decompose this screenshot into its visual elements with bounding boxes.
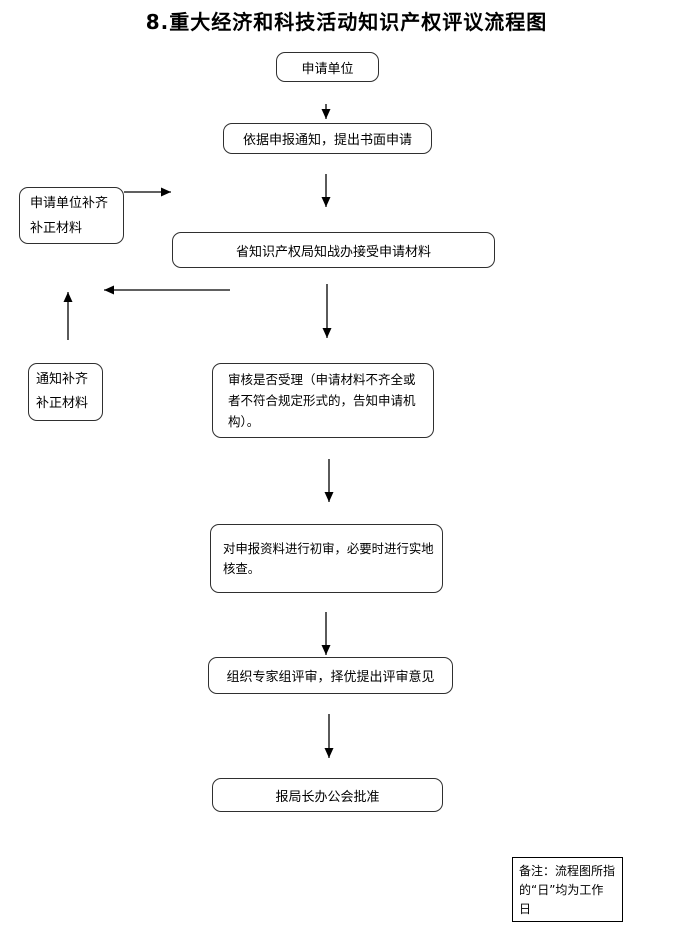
node-written-application: 依据申报通知，提出书面申请 — [223, 123, 432, 154]
node-bureau-approval: 报局长办公会批准 — [212, 778, 443, 812]
node-applicant-supplement: 申请单位补齐 补正材料 — [19, 187, 124, 244]
node-applicant: 申请单位 — [276, 52, 379, 82]
node-expert-review: 组织专家组评审，择优提出评审意见 — [208, 657, 453, 694]
node-review-acceptance: 审核是否受理（申请材料不齐全或 者不符合规定形式的，告知申请机 构）。 — [212, 363, 434, 438]
node-notify-supplement: 通知补齐 补正材料 — [28, 363, 103, 421]
node-preliminary-review: 对申报资料进行初审，必要时进行实地 核查。 — [210, 524, 443, 593]
note-box: 备注：流程图所指 的“日”均为工作 日 — [512, 857, 623, 922]
page-title: 8.重大经济和科技活动知识产权评议流程图 — [145, 10, 548, 34]
node-receive-materials: 省知识产权局知战办接受申请材料 — [172, 232, 495, 268]
